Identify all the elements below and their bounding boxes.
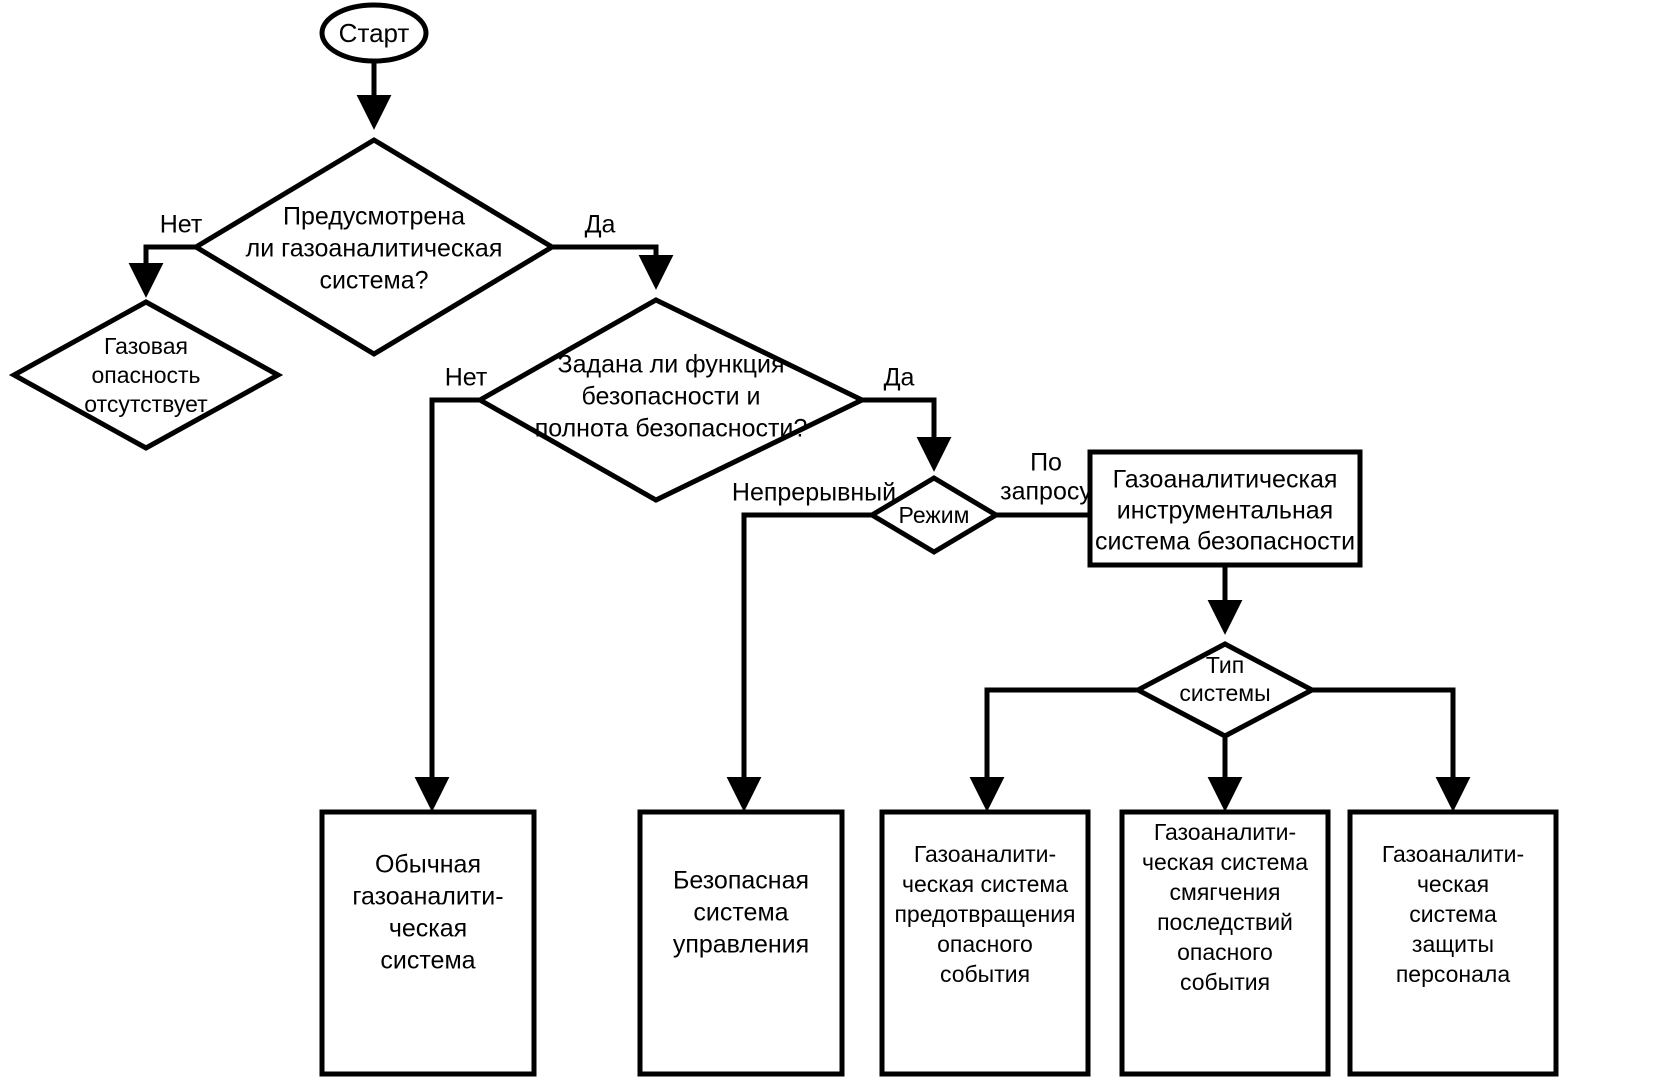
r1-line-1: Обычная: [375, 851, 481, 879]
edge-d4-to-r5: [1312, 687, 1471, 812]
no-hazard-line-1: Газовая: [104, 333, 188, 359]
node-start: Старт: [319, 2, 429, 64]
start-label: Старт: [339, 18, 410, 48]
d2-diamond: [474, 297, 868, 503]
node-decision-system-type: Тип системы: [1132, 641, 1318, 739]
r1-line-2: газоаналити-: [352, 883, 503, 911]
r3-line-3: предотвращения: [894, 901, 1075, 927]
edge-label-d1-yes: Да: [585, 211, 616, 239]
r4-line-5: опасного: [1177, 939, 1273, 965]
r3-line-1: Газоаналити-: [914, 841, 1056, 867]
r2-rect: [637, 809, 845, 1077]
edge-d2-yes: [862, 397, 952, 472]
r3-line-5: события: [940, 961, 1030, 987]
d3-diamond: [867, 475, 1001, 555]
d4-line-1: Тип: [1206, 652, 1244, 678]
node-personnel-protection-system: Газоаналити- ческая система защиты персо…: [1347, 809, 1559, 1077]
node-prevention-system: Газоаналити- ческая система предотвращен…: [879, 809, 1091, 1077]
r5-line-3: система: [1409, 901, 1497, 927]
r1-line-4: система: [380, 947, 475, 975]
r2-line-2: система: [693, 899, 788, 927]
d1-line-1: Предусмотрена: [283, 203, 465, 231]
no-hazard-line-3: отсутствует: [84, 391, 208, 417]
node-no-gas-hazard: Газовая опасность отсутствует: [8, 299, 284, 451]
node-instrumented-safety-system: Газоаналитическая инструментальная систе…: [1087, 449, 1363, 568]
r3-line-4: опасного: [937, 931, 1033, 957]
d3-label: Режим: [899, 502, 970, 528]
edge-label-d3-ondemand-1: По: [1030, 449, 1062, 477]
r5-line-5: персонала: [1396, 961, 1511, 987]
no-hazard-line-2: опасность: [91, 362, 200, 388]
r2-line-3: управления: [673, 931, 809, 959]
r5-rect: [1347, 809, 1559, 1077]
p1-line-1: Газоаналитическая: [1113, 466, 1338, 494]
d2-line-1: Задана ли функция: [557, 351, 784, 379]
d1-no-result-diamond: [8, 299, 284, 451]
r3-rect: [879, 809, 1091, 1077]
d2-line-2: безопасности и: [582, 383, 761, 411]
r4-line-6: события: [1180, 969, 1270, 995]
d2-line-3: полнота безопасности?: [535, 415, 808, 443]
edge-label-d3-ondemand-2: запросу: [1000, 478, 1092, 506]
r3-line-2: ческая система: [902, 871, 1068, 897]
node-mitigation-system: Газоаналити- ческая система смягчения по…: [1119, 809, 1331, 1077]
p1-line-2: инструментальная: [1117, 497, 1333, 525]
edge-label-d2-yes: Да: [884, 364, 915, 392]
edge-label-d1-no: Нет: [160, 211, 203, 239]
p1-line-3: система безопасности: [1095, 528, 1355, 556]
edge-d3-continuous: [726, 512, 872, 812]
r4-line-1: Газоаналити-: [1154, 819, 1296, 845]
r5-line-1: Газоаналити-: [1382, 841, 1524, 867]
r4-line-4: последствий: [1157, 909, 1293, 935]
node-ordinary-gas-analysis-system: Обычная газоаналити- ческая система: [319, 809, 537, 1077]
d4-line-2: системы: [1179, 680, 1270, 706]
edge-label-d3-continuous: Непрерывный: [732, 479, 896, 507]
r4-line-3: смягчения: [1170, 879, 1281, 905]
d1-line-2: ли газоаналитическая: [246, 235, 503, 263]
edge-d2-no: [414, 397, 480, 812]
r1-line-3: ческая: [389, 915, 467, 943]
r2-line-1: Безопасная: [673, 867, 809, 895]
edge-d1-no: [128, 244, 196, 298]
r5-line-4: защиты: [1412, 931, 1494, 957]
edge-d4-to-r3: [969, 687, 1138, 812]
edge-d1-yes: [552, 244, 674, 290]
p1-rect: [1087, 449, 1363, 568]
r4-line-2: ческая система: [1142, 849, 1308, 875]
d1-diamond: [191, 137, 557, 357]
r1-rect: [319, 809, 537, 1077]
node-decision-safety-function: Задана ли функция безопасности и полнота…: [474, 297, 868, 503]
r4-rect: [1119, 809, 1331, 1077]
node-decision-mode: Режим: [867, 475, 1001, 555]
d1-line-3: система?: [319, 267, 428, 295]
edge-label-d2-no: Нет: [445, 364, 488, 392]
node-decision-gas-system-provided: Предусмотрена ли газоаналитическая систе…: [191, 137, 557, 357]
r5-line-2: ческая: [1417, 871, 1489, 897]
node-safe-control-system: Безопасная система управления: [637, 809, 845, 1077]
